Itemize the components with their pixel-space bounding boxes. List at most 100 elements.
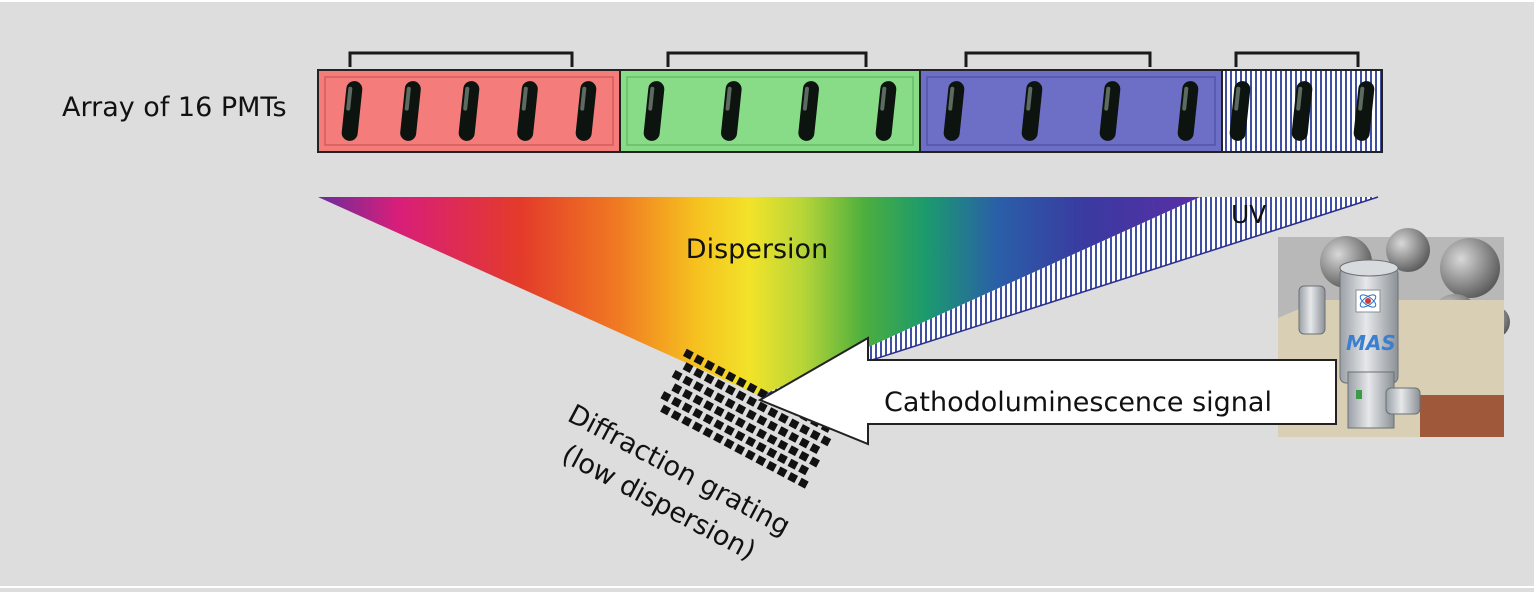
grating-cell xyxy=(777,412,789,424)
instrument-outlet xyxy=(1385,387,1421,415)
grating-cell xyxy=(776,466,788,478)
grating-cell xyxy=(682,362,694,374)
pmt-group-blue xyxy=(919,69,1223,153)
instrument-side-port xyxy=(1298,285,1326,335)
grating-cell xyxy=(692,381,704,393)
grating-cell xyxy=(692,408,704,419)
grating-cell xyxy=(724,411,736,423)
grating-cell xyxy=(681,402,693,414)
pmt-tube-highlight xyxy=(1234,86,1241,111)
grating-cell xyxy=(798,450,810,462)
grating-cell xyxy=(756,401,768,413)
pmt-tube-highlight xyxy=(1358,86,1365,111)
grating-cell xyxy=(692,394,704,406)
signal-label: Cathodoluminescence signal xyxy=(884,387,1272,418)
pmt-tube xyxy=(798,81,819,141)
grating-cell xyxy=(809,429,821,441)
grating-cell xyxy=(766,434,778,445)
grating-cell xyxy=(725,384,736,396)
pmt-tube xyxy=(458,81,480,141)
grating-cell xyxy=(735,390,747,402)
grating-cell xyxy=(725,371,737,383)
atom-nucleus-icon xyxy=(1365,298,1371,304)
grating-cell xyxy=(714,365,726,377)
grating-cell xyxy=(671,383,683,395)
grating-cell xyxy=(735,376,747,388)
grating-cell xyxy=(713,432,724,444)
grating-cell xyxy=(735,403,747,415)
pmt-tube xyxy=(943,81,965,141)
grating-cell xyxy=(714,392,725,404)
pmt-tube xyxy=(875,81,897,141)
grating-cell xyxy=(746,395,758,407)
pmt-tube-highlight xyxy=(1182,86,1189,111)
grating-cell xyxy=(734,444,746,455)
pmt-tube xyxy=(1291,81,1313,141)
grating-cell xyxy=(799,424,811,435)
pmt-tube xyxy=(721,81,742,141)
uv-label: UV xyxy=(1231,200,1266,229)
instrument-cylinder-top xyxy=(1339,259,1399,277)
pmt-tube xyxy=(575,81,597,141)
instrument-cylinder xyxy=(1339,267,1399,384)
pmt-tube-highlight xyxy=(1104,86,1111,111)
grating-cell xyxy=(671,396,682,408)
grating-cell xyxy=(670,410,682,422)
grating-cell xyxy=(787,445,799,457)
photo-table xyxy=(1420,395,1504,437)
pmt-tube xyxy=(1353,81,1375,141)
grating-cell xyxy=(734,417,746,429)
grating-cell xyxy=(703,400,714,412)
pmt-group-green-inner xyxy=(626,76,914,146)
grating-cell xyxy=(746,382,758,394)
sample-particle xyxy=(1386,228,1430,272)
group-brackets xyxy=(348,51,1360,67)
pmt-tube xyxy=(400,81,421,141)
grating-cell xyxy=(704,360,715,371)
grating-cell xyxy=(798,437,810,449)
grating-cell xyxy=(693,367,705,379)
grating-cell xyxy=(766,447,778,459)
pmt-group-red-inner xyxy=(324,76,614,146)
grating-cell xyxy=(660,404,671,416)
grating-cell xyxy=(797,477,809,489)
grating-cell xyxy=(767,420,778,432)
grating-cell xyxy=(777,426,789,438)
pmt-tube xyxy=(1021,81,1043,141)
pmt-tube xyxy=(341,81,363,141)
grating-cell xyxy=(713,419,725,431)
visible-dispersion-fan xyxy=(318,197,1200,396)
grating-cell xyxy=(776,453,788,464)
indicator-light xyxy=(1356,390,1362,399)
grating-cell xyxy=(682,375,694,387)
sample-particle xyxy=(1440,238,1500,298)
pmt-tube-highlight xyxy=(1026,86,1033,111)
grating-cell xyxy=(671,369,683,381)
pmt-group-green xyxy=(619,69,921,153)
grating-cell xyxy=(788,431,800,443)
grating-cell xyxy=(787,472,799,483)
pmt-tube-highlight xyxy=(580,86,587,111)
pmt-tube-highlight xyxy=(1296,86,1303,111)
grating-cell xyxy=(724,398,736,409)
pmt-tube-highlight xyxy=(725,86,732,111)
signal-arrow xyxy=(757,336,1337,446)
grating-cell xyxy=(809,456,820,468)
grating-cell xyxy=(681,389,693,400)
grating-cell xyxy=(744,449,756,461)
grating-cell xyxy=(745,409,757,421)
pmt-tube-highlight xyxy=(948,86,955,111)
pmt-tube xyxy=(1099,81,1121,141)
grating-cell xyxy=(703,373,715,385)
grating-cell xyxy=(777,439,789,451)
dispersion-label: Dispersion xyxy=(686,234,828,265)
top-border xyxy=(0,0,1534,2)
pmt-group-blue-inner xyxy=(926,76,1216,146)
grating-cell xyxy=(798,464,810,476)
grating-cell xyxy=(767,407,779,419)
grating-cell xyxy=(756,428,767,440)
pmt-tube-highlight xyxy=(521,86,528,111)
grating-cell xyxy=(681,415,693,427)
pmt-tubes xyxy=(341,81,1375,141)
